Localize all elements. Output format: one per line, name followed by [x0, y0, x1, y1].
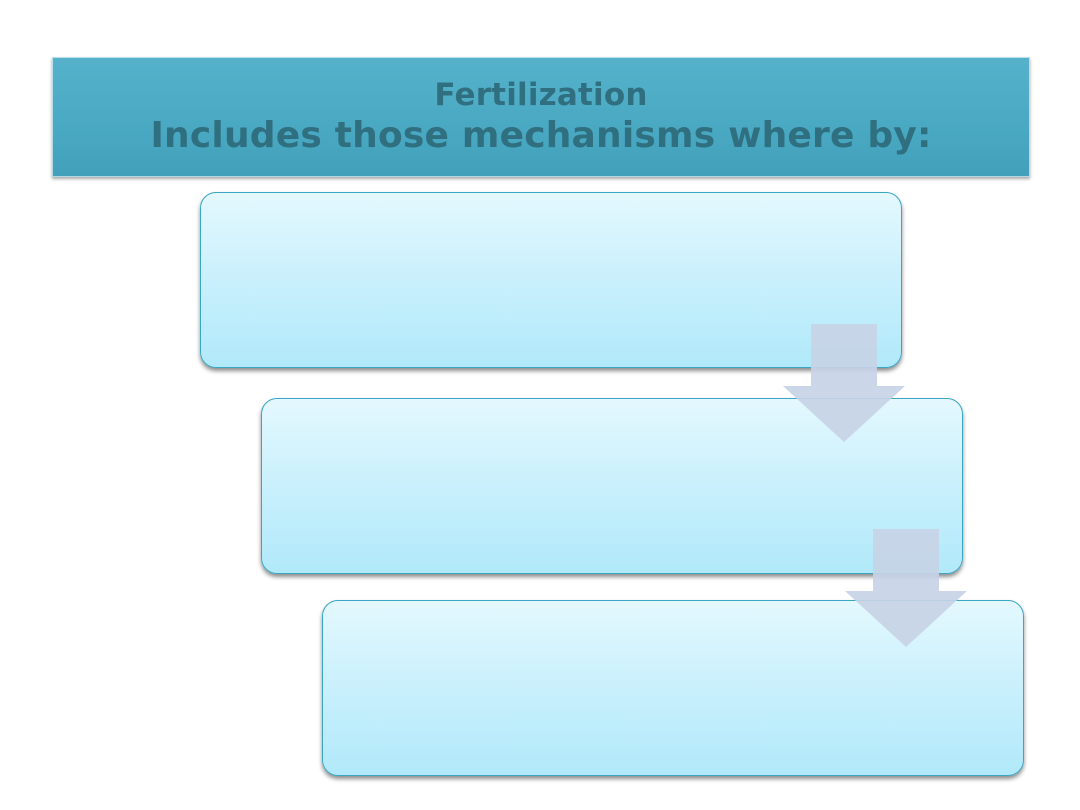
- title-banner: Fertilization Includes those mechanisms …: [52, 57, 1030, 177]
- down-arrow-icon: [783, 324, 905, 442]
- flow-step-1: [200, 192, 902, 368]
- down-arrow-icon: [845, 529, 967, 647]
- title-line-2: Includes those mechanisms where by:: [150, 115, 932, 156]
- title-line-1: Fertilization: [434, 76, 648, 113]
